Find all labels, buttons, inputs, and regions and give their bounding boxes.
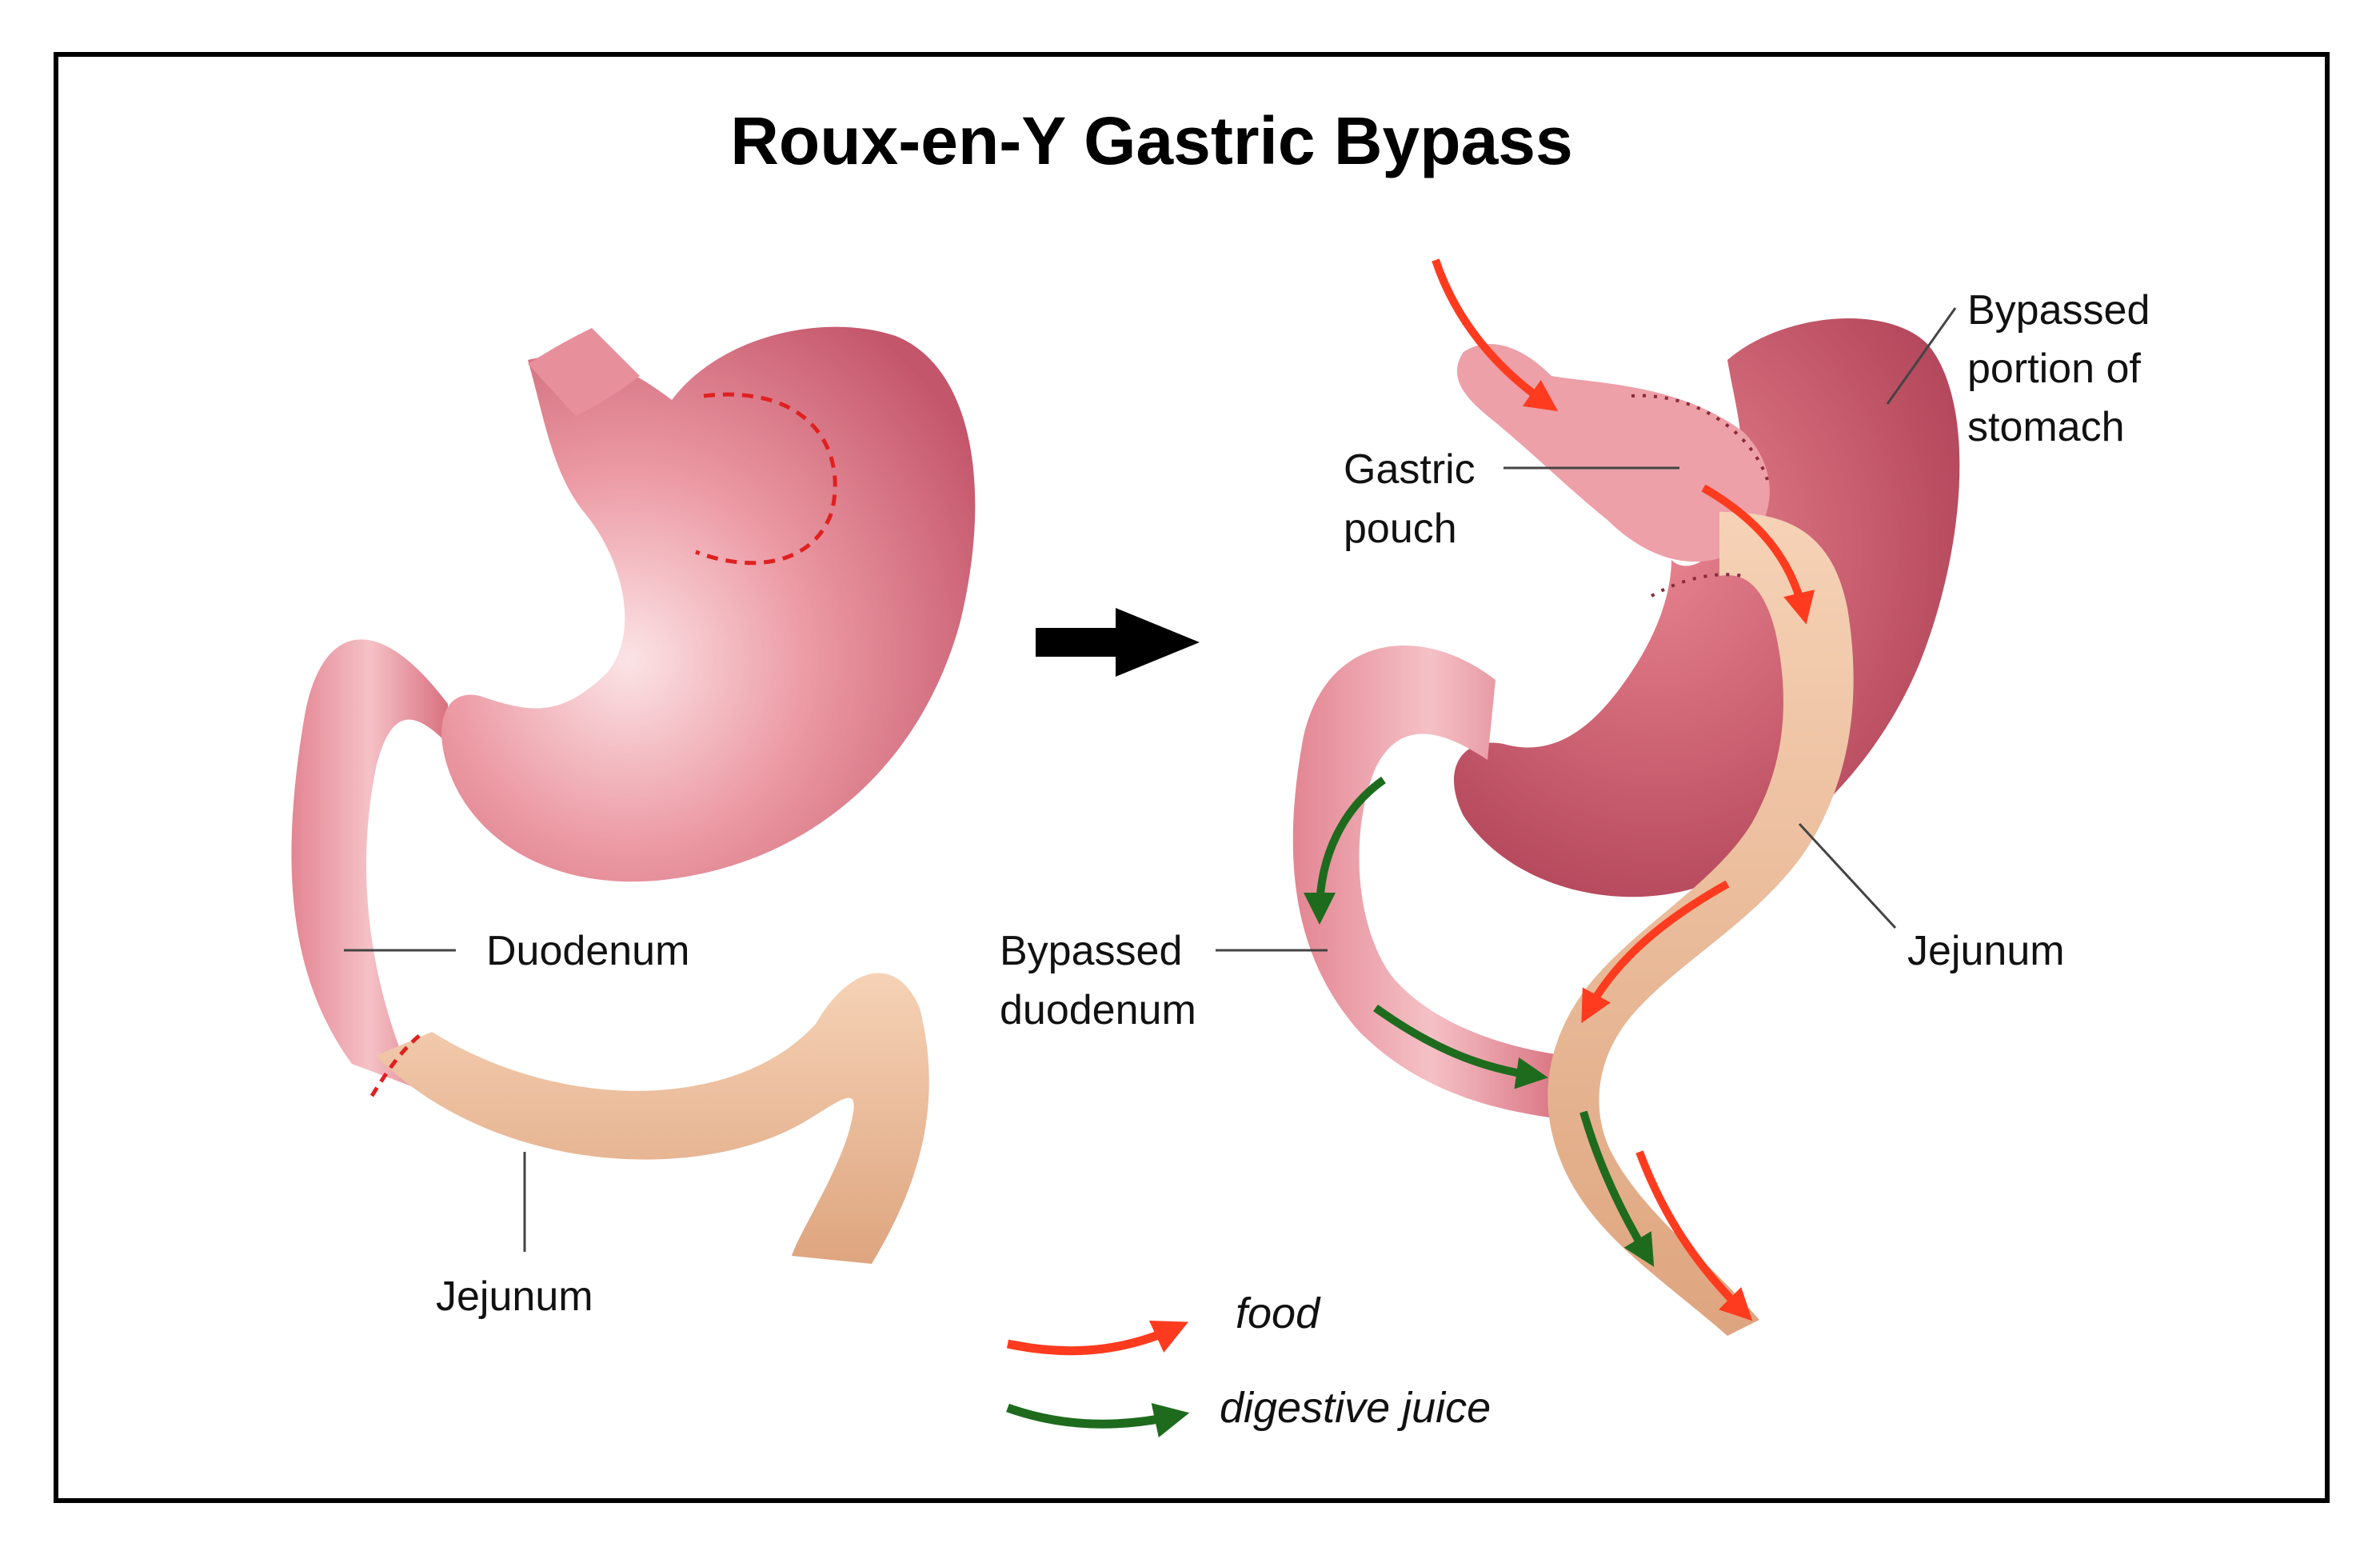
diagram-frame	[54, 52, 2330, 1503]
bypassed-stomach-label-line2: portion of	[1967, 346, 2141, 392]
diagram-title: Roux-en-Y Gastric Bypass	[730, 103, 1573, 178]
bypassed-duodenum-label-line1: Bypassed	[1000, 928, 1182, 974]
jejunum-left-label: Jejunum	[436, 1273, 593, 1320]
staple-line-pouch	[1631, 394, 1769, 481]
food-arrow-limb	[1581, 880, 1730, 1024]
legend-juice-swatch	[1006, 1403, 1190, 1438]
gastric-pouch-label-line2: pouch	[1344, 506, 1457, 552]
transition-arrow	[1036, 608, 1200, 677]
bypassed-stomach-label-line1: Bypassed	[1967, 287, 2150, 334]
duodenum-left-label: Duodenum	[486, 928, 689, 974]
gastric-pouch-label-line1: Gastric	[1344, 446, 1476, 493]
food-arrow-esophagus	[1432, 258, 1559, 412]
juice-arrow-common	[1579, 1110, 1655, 1267]
bypassed-duodenum-label-line2: duodenum	[1000, 987, 1196, 1033]
food-arrow-common	[1635, 1150, 1753, 1321]
staple-line-remnant	[1651, 573, 1744, 598]
jejunum-left-shape	[376, 973, 929, 1264]
roux-limb-shape	[1547, 512, 1854, 1336]
duodenum-jejunum-cut-line	[369, 1030, 425, 1097]
jejunum-right-leader	[1798, 822, 1897, 929]
legend: food digestive juice	[1006, 1289, 1491, 1438]
jejunum-right-label: Jejunum	[1907, 928, 2065, 974]
legend-food-swatch	[1006, 1320, 1189, 1356]
bypassed-duodenum-shape	[1292, 645, 1567, 1120]
juice-arrow-duodenum	[1304, 776, 1386, 925]
bypass-anatomy: Gastric pouch Bypassed portion of stomac…	[1000, 258, 2150, 1336]
esophagus-left-shape	[528, 328, 640, 416]
legend-juice-label: digestive juice	[1220, 1384, 1491, 1432]
normal-anatomy: Duodenum Jejunum	[291, 326, 976, 1320]
juice-arrow-junction	[1373, 1004, 1548, 1089]
bypassed-stomach-label-line3: stomach	[1967, 404, 2125, 450]
food-arrow-pouch	[1701, 484, 1815, 625]
bypassed-stomach-leader	[1886, 307, 1957, 405]
stomach-left-shape	[441, 326, 976, 882]
duodenum-left-shape	[291, 639, 448, 1088]
legend-food-label: food	[1236, 1289, 1321, 1337]
